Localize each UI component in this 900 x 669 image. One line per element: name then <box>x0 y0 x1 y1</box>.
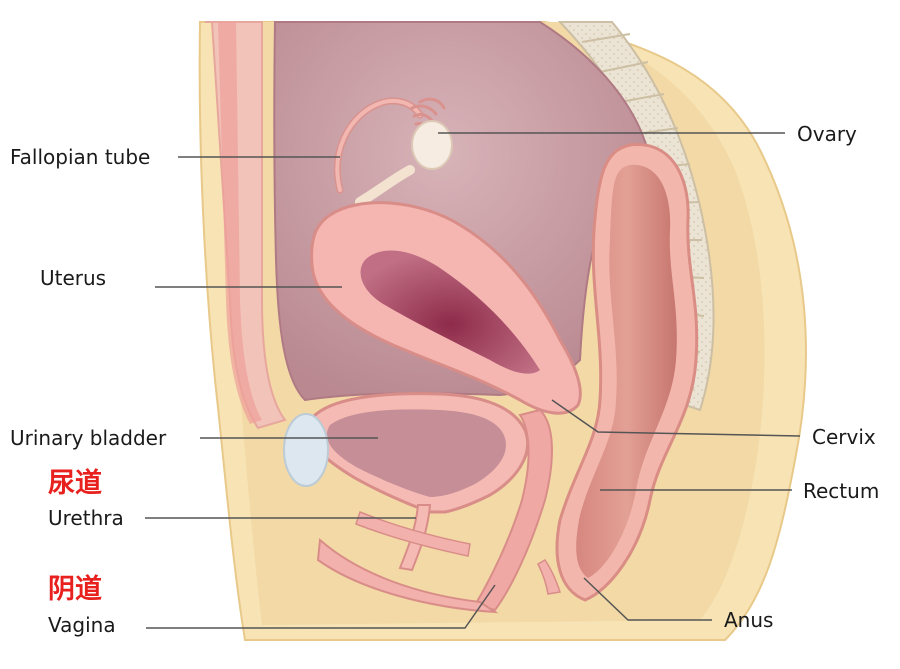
label-anus: Anus <box>724 608 774 632</box>
leader-vagina <box>146 584 496 629</box>
label-cervix: Cervix <box>812 425 876 449</box>
label-vagina-chinese: 阴道 <box>48 574 102 605</box>
label-urinary-bladder: Urinary bladder <box>10 426 167 450</box>
urinary-bladder <box>307 392 530 514</box>
pubic-bone <box>283 413 329 487</box>
label-ovary: Ovary <box>797 122 857 146</box>
label-uterus: Uterus <box>40 266 107 290</box>
label-urethra-chinese: 尿道 <box>48 468 102 499</box>
label-vagina: Vagina <box>48 613 116 637</box>
fallopian-tube <box>333 97 446 207</box>
label-rectum: Rectum <box>803 479 880 503</box>
leader-lines <box>145 132 801 629</box>
leader-cervix <box>551 399 801 437</box>
uterus <box>310 201 582 415</box>
perineum <box>316 537 499 614</box>
label-urethra: Urethra <box>48 506 124 530</box>
ovary <box>411 120 453 170</box>
rectum <box>555 143 699 602</box>
leader-anus <box>583 577 712 621</box>
label-fallopian-tube: Fallopian tube <box>10 145 151 169</box>
